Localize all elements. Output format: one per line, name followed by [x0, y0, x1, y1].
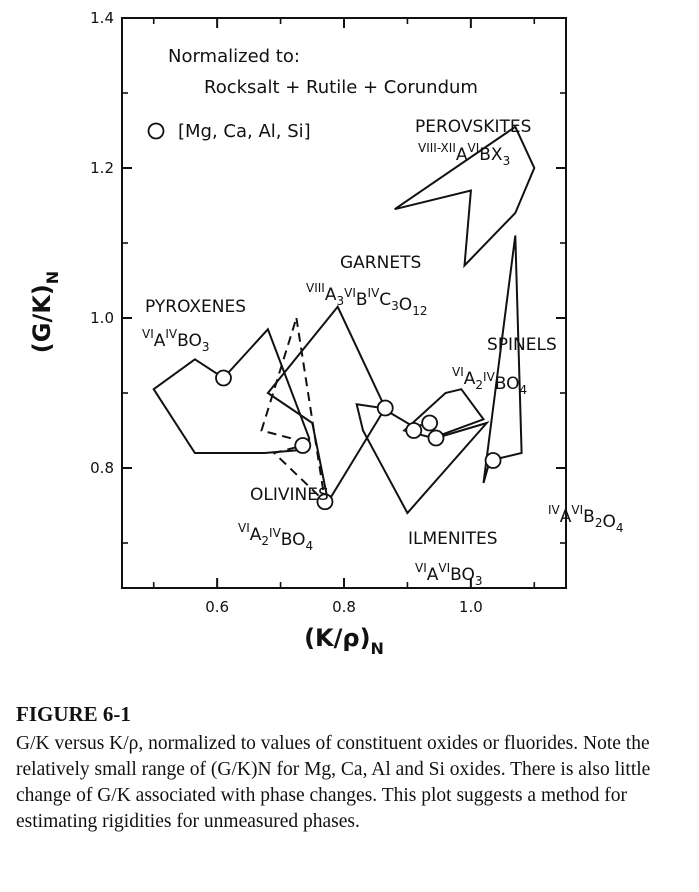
formula-base: BO [450, 565, 475, 585]
region-outline [152, 327, 311, 454]
region-formula: VIAIVBO3 [142, 327, 210, 354]
data-point [294, 437, 312, 454]
region-formula: VIA2IVBO4 [452, 365, 527, 397]
formula-superscript: VI [344, 286, 356, 300]
formula-base: B [356, 290, 368, 310]
region-formula: VIA2IVBO4 [238, 521, 313, 553]
y-tick-label: 1.2 [90, 159, 114, 177]
formula-base: A [427, 565, 439, 585]
region-outlines [152, 125, 536, 515]
region-name: PEROVSKITES [415, 117, 531, 137]
formula-superscript: IV [165, 327, 178, 341]
region-name: ILMENITES [408, 529, 498, 549]
region-formula: VIII-XIIAVIBX3 [418, 141, 510, 168]
formula-subscript: 3 [202, 340, 210, 354]
region-formula: IVAVIB2O4 [548, 503, 623, 535]
formula-subscript: 12 [412, 304, 427, 318]
region-name: OLIVINES [250, 485, 329, 505]
formula-base: BO [177, 331, 202, 351]
data-points [215, 369, 502, 511]
formula-subscript: 3 [503, 154, 511, 168]
annotation-line2: Rocksalt + Rutile + Corundum [204, 77, 478, 98]
formula-superscript: VI [142, 327, 154, 341]
formula-superscript: VI [415, 561, 427, 575]
data-point [376, 399, 394, 417]
figure-caption: FIGURE 6-1 G/K versus K/ρ, normalized to… [16, 702, 676, 835]
formula-base: A [250, 525, 262, 545]
formula-base: O [602, 512, 615, 532]
figure-caption-text: G/K versus K/ρ, normalized to values of … [16, 733, 651, 832]
y-axis-label-sub: N [43, 271, 62, 284]
formula-superscript: IV [269, 526, 282, 540]
data-point [484, 452, 502, 469]
formula-subscript: 4 [520, 383, 528, 397]
formula-base: C [379, 290, 391, 310]
region-formula: VIIIA3VIBIVC3O12 [306, 281, 427, 318]
y-axis-label: (G/K)N [28, 271, 62, 353]
region-name: PYROXENES [145, 297, 246, 317]
data-point [427, 429, 445, 447]
formula-superscript: VI [452, 365, 464, 379]
axis-ticks: 0.6 0.8 1.0 0.8 1.0 1.2 1.4 [90, 9, 566, 616]
formula-superscript: VI [571, 503, 583, 517]
formula-base: O [399, 295, 412, 315]
formula-subscript: 2 [595, 516, 603, 530]
y-tick-label: 1.0 [90, 309, 114, 327]
formula-superscript: IV [368, 286, 381, 300]
region-labels: PEROVSKITESVIII-XIIAVIBX3PYROXENESVIAIVB… [142, 117, 623, 588]
x-tick-label: 0.6 [205, 598, 229, 616]
formula-base: A [154, 331, 166, 351]
formula-subscript: 2 [261, 534, 269, 548]
formula-subscript: 3 [391, 299, 399, 313]
formula-superscript: VI [238, 521, 250, 535]
region-formula: VIAVIBO3 [415, 561, 483, 588]
formula-base: BO [281, 530, 306, 550]
formula-superscript: VI [468, 141, 480, 155]
legend-label: [Mg, Ca, Al, Si] [178, 121, 311, 142]
axis-labels: (K/ρ)N(G/K)N [28, 271, 384, 658]
data-point [405, 422, 423, 439]
formula-subscript: 4 [616, 521, 624, 535]
x-axis-label: (K/ρ)N [304, 624, 384, 658]
data-point [421, 414, 439, 432]
data-point [316, 493, 334, 511]
chart-plot: 0.6 0.8 1.0 0.8 1.0 1.2 1.4 PEROVSKITES VIII-XI… [28, 9, 623, 658]
legend-marker [147, 122, 165, 140]
normalization-annotation: Normalized to: Rocksalt + Rutile + Corund… [147, 46, 478, 142]
formula-subscript: 3 [475, 574, 483, 588]
formula-base: A [325, 285, 337, 305]
formula-superscript: VI [438, 561, 450, 575]
region-outline [482, 235, 523, 484]
x-axis-label-main: (K/ρ) [304, 624, 370, 652]
formula-superscript: IV [548, 503, 561, 517]
formula-subscript: 3 [336, 294, 344, 308]
y-tick-label: 0.8 [90, 459, 114, 477]
formula-base: A [456, 145, 468, 165]
region-name: GARNETS [340, 253, 421, 273]
formula-base: A [560, 507, 572, 527]
region-outline [394, 125, 536, 269]
formula-superscript: IV [483, 370, 496, 384]
formula-base: BX [479, 145, 503, 165]
region-outline [266, 304, 387, 505]
annotation-line1: Normalized to: [168, 46, 300, 67]
y-axis-label-main: (G/K) [28, 284, 56, 353]
x-tick-label: 1.0 [459, 598, 483, 616]
x-axis-label-sub: N [371, 639, 384, 658]
formula-subscript: 2 [475, 378, 483, 392]
y-tick-label: 1.4 [90, 9, 114, 27]
formula-base: BO [495, 374, 520, 394]
figure-title: FIGURE 6-1 [16, 702, 131, 726]
region-name: SPINELS [487, 335, 557, 355]
formula-base: B [583, 507, 595, 527]
formula-superscript: VIII-XII [418, 141, 456, 155]
formula-base: A [464, 369, 476, 389]
x-tick-label: 0.8 [332, 598, 356, 616]
data-point [215, 369, 232, 387]
formula-subscript: 4 [306, 539, 314, 553]
formula-superscript: VIII [306, 281, 325, 295]
